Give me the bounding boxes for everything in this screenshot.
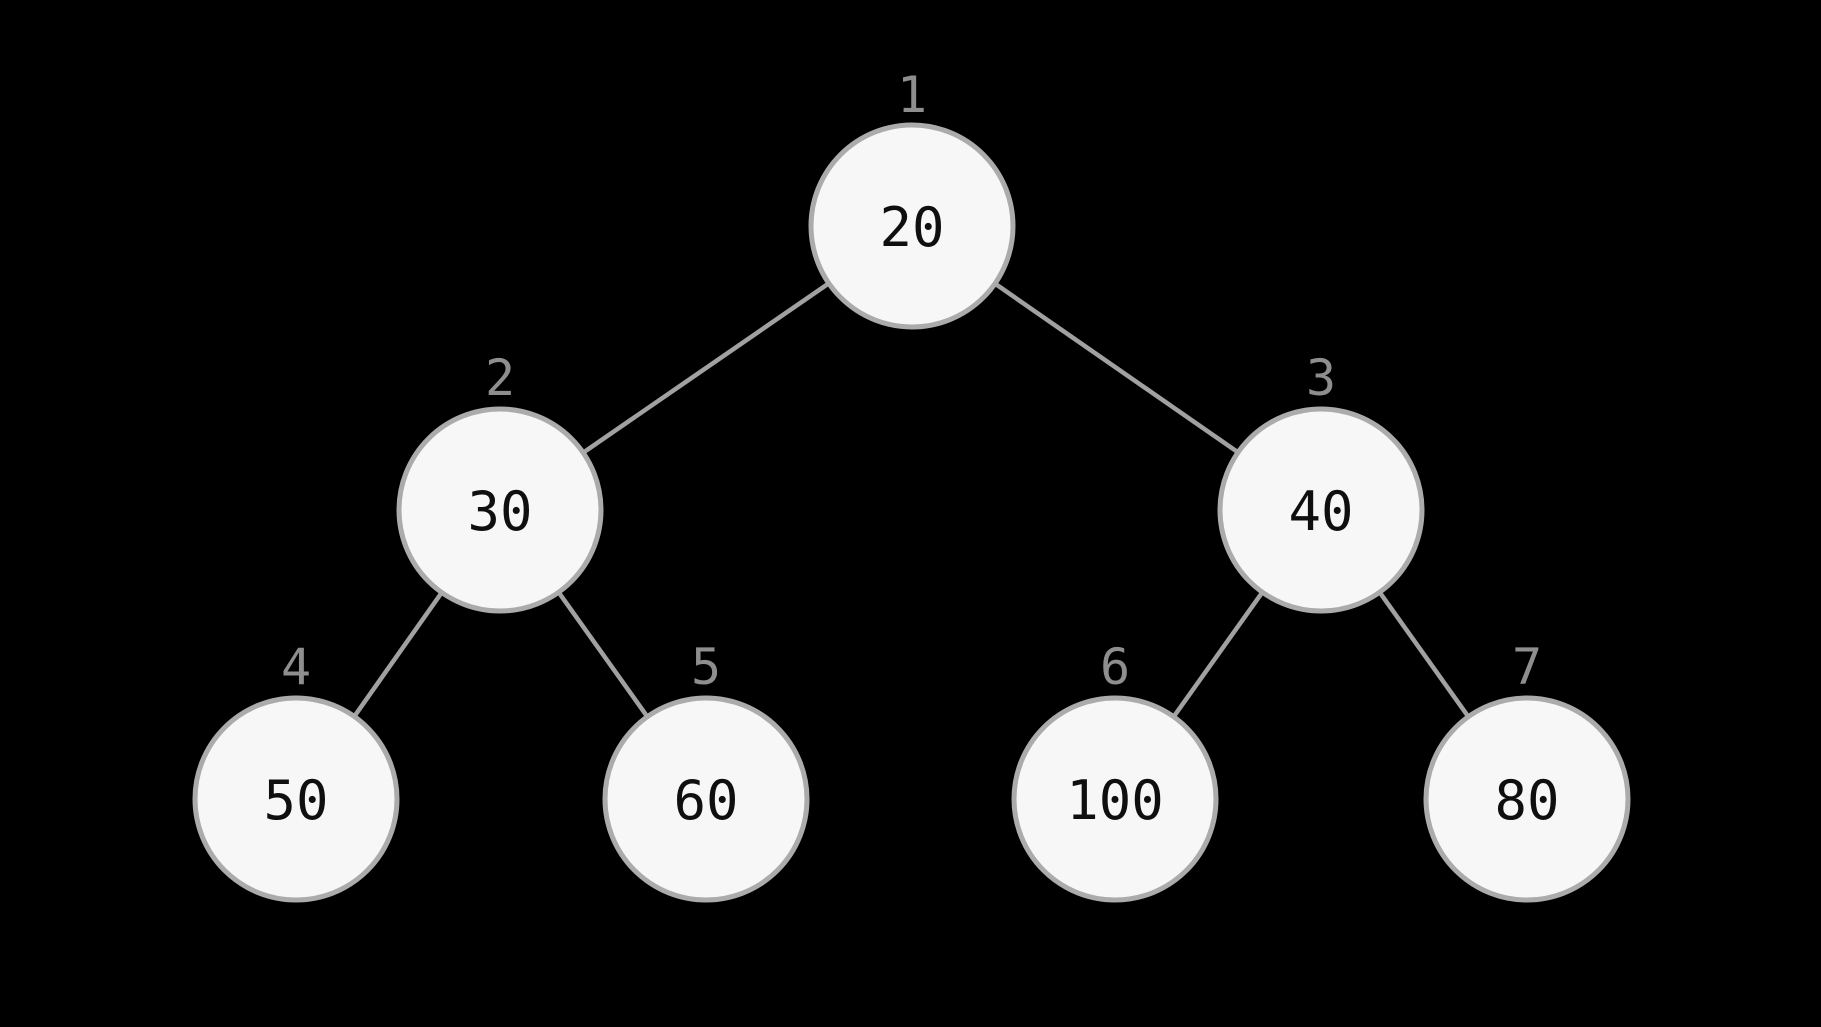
node-3-index-label: 3 [1306,349,1336,407]
tree-node-4: 4 50 [192,638,400,903]
node-6-index-label: 6 [1100,638,1130,696]
node-7-value: 80 [1494,769,1559,832]
tree-node-2: 2 30 [396,349,604,614]
tree-node-7: 7 80 [1423,638,1631,903]
node-7-index-label: 7 [1512,638,1542,696]
node-5-circle [602,695,810,903]
tree-node-6: 6 100 [1011,638,1219,903]
node-4-circle [192,695,400,903]
node-1-index-label: 1 [897,66,927,124]
node-4-value: 50 [263,769,328,832]
node-3-value: 40 [1288,480,1353,543]
node-6-value: 100 [1066,769,1164,832]
node-1-value: 20 [879,196,944,259]
node-2-index-label: 2 [485,349,515,407]
tree-node-5: 5 60 [602,638,810,903]
node-5-value: 60 [673,769,738,832]
node-4-index-label: 4 [281,638,311,696]
node-6-circle [1011,695,1219,903]
node-3-circle [1217,406,1425,614]
node-2-value: 30 [467,480,532,543]
node-7-circle [1423,695,1631,903]
tree-node-3: 3 40 [1217,349,1425,614]
node-2-circle [396,406,604,614]
node-1-circle [808,122,1016,330]
tree-node-1: 1 20 [808,66,1016,330]
node-5-index-label: 5 [691,638,721,696]
